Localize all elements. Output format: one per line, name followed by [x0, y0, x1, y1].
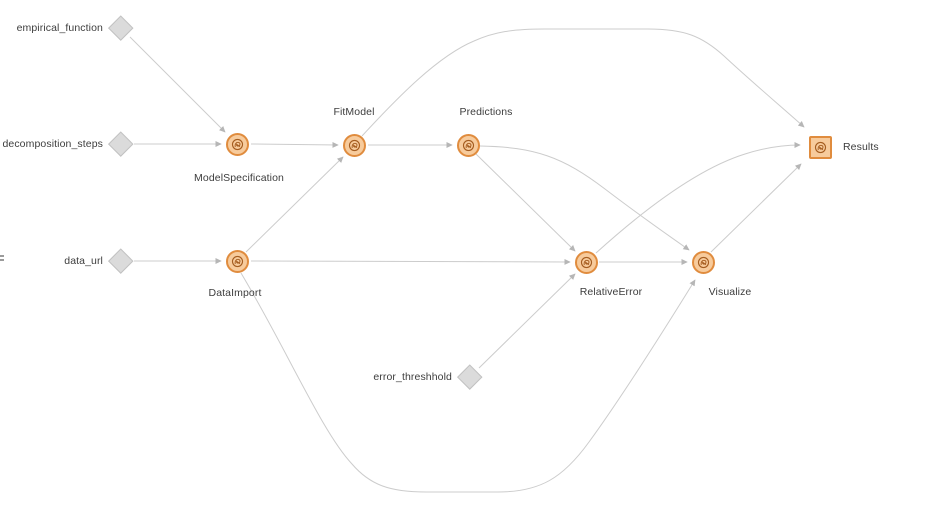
node-visualize[interactable]: [691, 250, 715, 274]
node-relative-error[interactable]: [574, 250, 598, 274]
edge-fit-model-results: [361, 28, 805, 137]
node-label: RelativeError: [579, 286, 643, 298]
node-results[interactable]: [808, 135, 832, 159]
edge-visualize-results: [710, 163, 802, 253]
electron-icon: [231, 138, 243, 150]
node-label: Visualize: [708, 286, 752, 298]
node-label: Predictions: [459, 106, 513, 118]
node-label: error_threshhold: [373, 371, 452, 383]
node-data-url[interactable]: [108, 248, 134, 274]
node-decomposition-steps[interactable]: [108, 131, 134, 157]
edge-data-import-relative-error: [250, 258, 571, 265]
edge-predictions-relative-error: [475, 153, 576, 252]
clipped-edge-artifact: [0, 259, 4, 261]
electron-icon: [697, 256, 709, 268]
node-fit-model[interactable]: [342, 133, 366, 157]
node-error-threshhold[interactable]: [457, 364, 483, 390]
edge-predictions-visualize: [479, 145, 690, 251]
electron-icon: [231, 255, 243, 267]
edge-error-threshhold-relative-error: [478, 273, 576, 369]
node-label: data_url: [64, 255, 103, 267]
edge-empirical-function-model-specification: [129, 36, 226, 133]
node-label: FitModel: [333, 106, 375, 118]
edge-model-specification-fit-model: [250, 141, 339, 148]
electron-icon: [814, 141, 826, 153]
node-label: decomposition_steps: [2, 138, 103, 150]
electron-icon: [580, 256, 592, 268]
electron-icon: [462, 139, 474, 151]
node-label: Results: [843, 141, 879, 153]
node-data-import[interactable]: [225, 249, 249, 273]
node-label: empirical_function: [16, 22, 103, 34]
node-empirical-function[interactable]: [108, 15, 134, 41]
node-model-specification[interactable]: [225, 132, 249, 156]
node-label: ModelSpecification: [194, 172, 284, 184]
edge-relative-error-results: [595, 142, 801, 254]
electron-icon: [348, 139, 360, 151]
node-predictions[interactable]: [456, 133, 480, 157]
clipped-edge-artifact: [0, 255, 4, 257]
node-label: DataImport: [208, 287, 262, 299]
